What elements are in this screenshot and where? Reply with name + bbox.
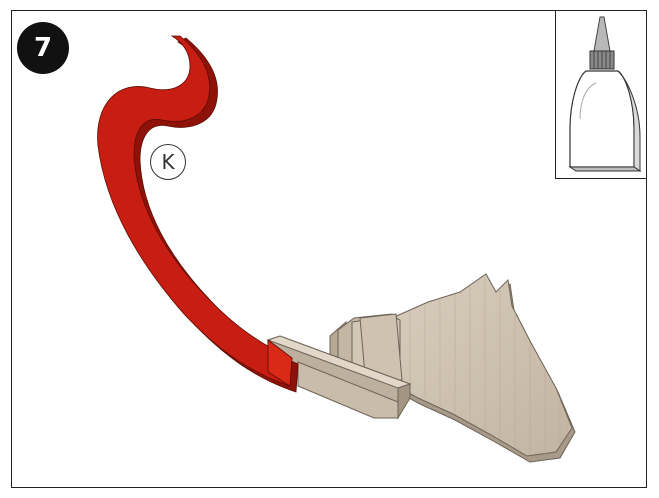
inset-panel	[555, 11, 646, 179]
wooden-head-panel	[392, 274, 575, 462]
glue-bottle-icon	[556, 11, 647, 179]
part-k-curved-piece	[98, 36, 298, 392]
part-label-k: K	[150, 144, 186, 180]
step-number-badge: 7	[17, 22, 69, 74]
